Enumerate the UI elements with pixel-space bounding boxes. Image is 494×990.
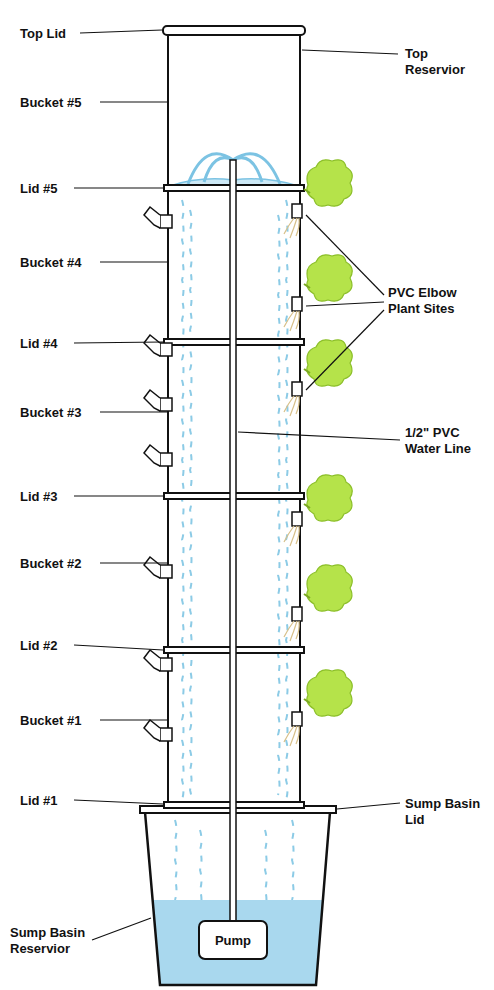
pvc-elbows — [144, 204, 302, 746]
part-label: Lid #2 — [20, 638, 58, 654]
water-streak — [265, 830, 267, 910]
part-label: Top Lid — [20, 26, 66, 42]
part-label: Sump Basin Reservior — [10, 925, 94, 957]
sump-basin — [145, 812, 330, 985]
water-streak — [190, 210, 192, 810]
water-streak — [292, 820, 294, 900]
part-label: Bucket #1 — [20, 713, 81, 729]
part-label: Lid #4 — [20, 336, 58, 352]
part-label: Top Reservior — [405, 46, 483, 78]
part-label: Lid #1 — [20, 793, 58, 809]
water-streak — [200, 830, 202, 910]
water-streak — [278, 215, 280, 795]
plants — [304, 160, 352, 716]
part-label: Lid #5 — [20, 181, 58, 197]
pvc-water-line — [230, 160, 236, 922]
sump-water — [152, 900, 323, 985]
part-label: Lid #3 — [20, 489, 58, 505]
pump-box: Pump — [198, 920, 268, 960]
part-label: Sump Basin Lid — [405, 796, 483, 828]
part-label: PVC Elbow Plant Sites — [388, 285, 480, 317]
water-streak — [175, 820, 177, 900]
part-label: Bucket #4 — [20, 255, 81, 271]
part-label: Bucket #3 — [20, 405, 81, 421]
leader-lines — [74, 30, 400, 940]
part-label: 1/2" PVC Water Line — [405, 425, 485, 457]
top-lid — [163, 26, 305, 35]
pump-label: Pump — [215, 933, 251, 948]
part-label: Bucket #5 — [20, 95, 81, 111]
part-label: Bucket #2 — [20, 556, 81, 572]
